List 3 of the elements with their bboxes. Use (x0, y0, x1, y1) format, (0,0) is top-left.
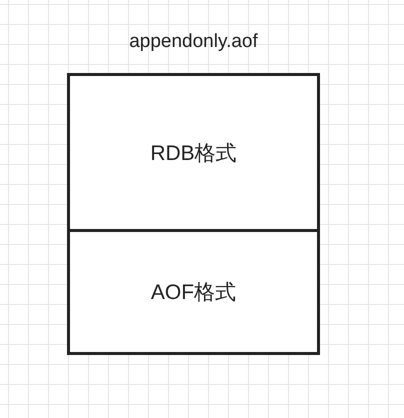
aof-section: AOF格式 (70, 232, 317, 352)
rdb-section: RDB格式 (70, 76, 317, 232)
file-name-heading: appendonly.aof (128, 31, 259, 53)
